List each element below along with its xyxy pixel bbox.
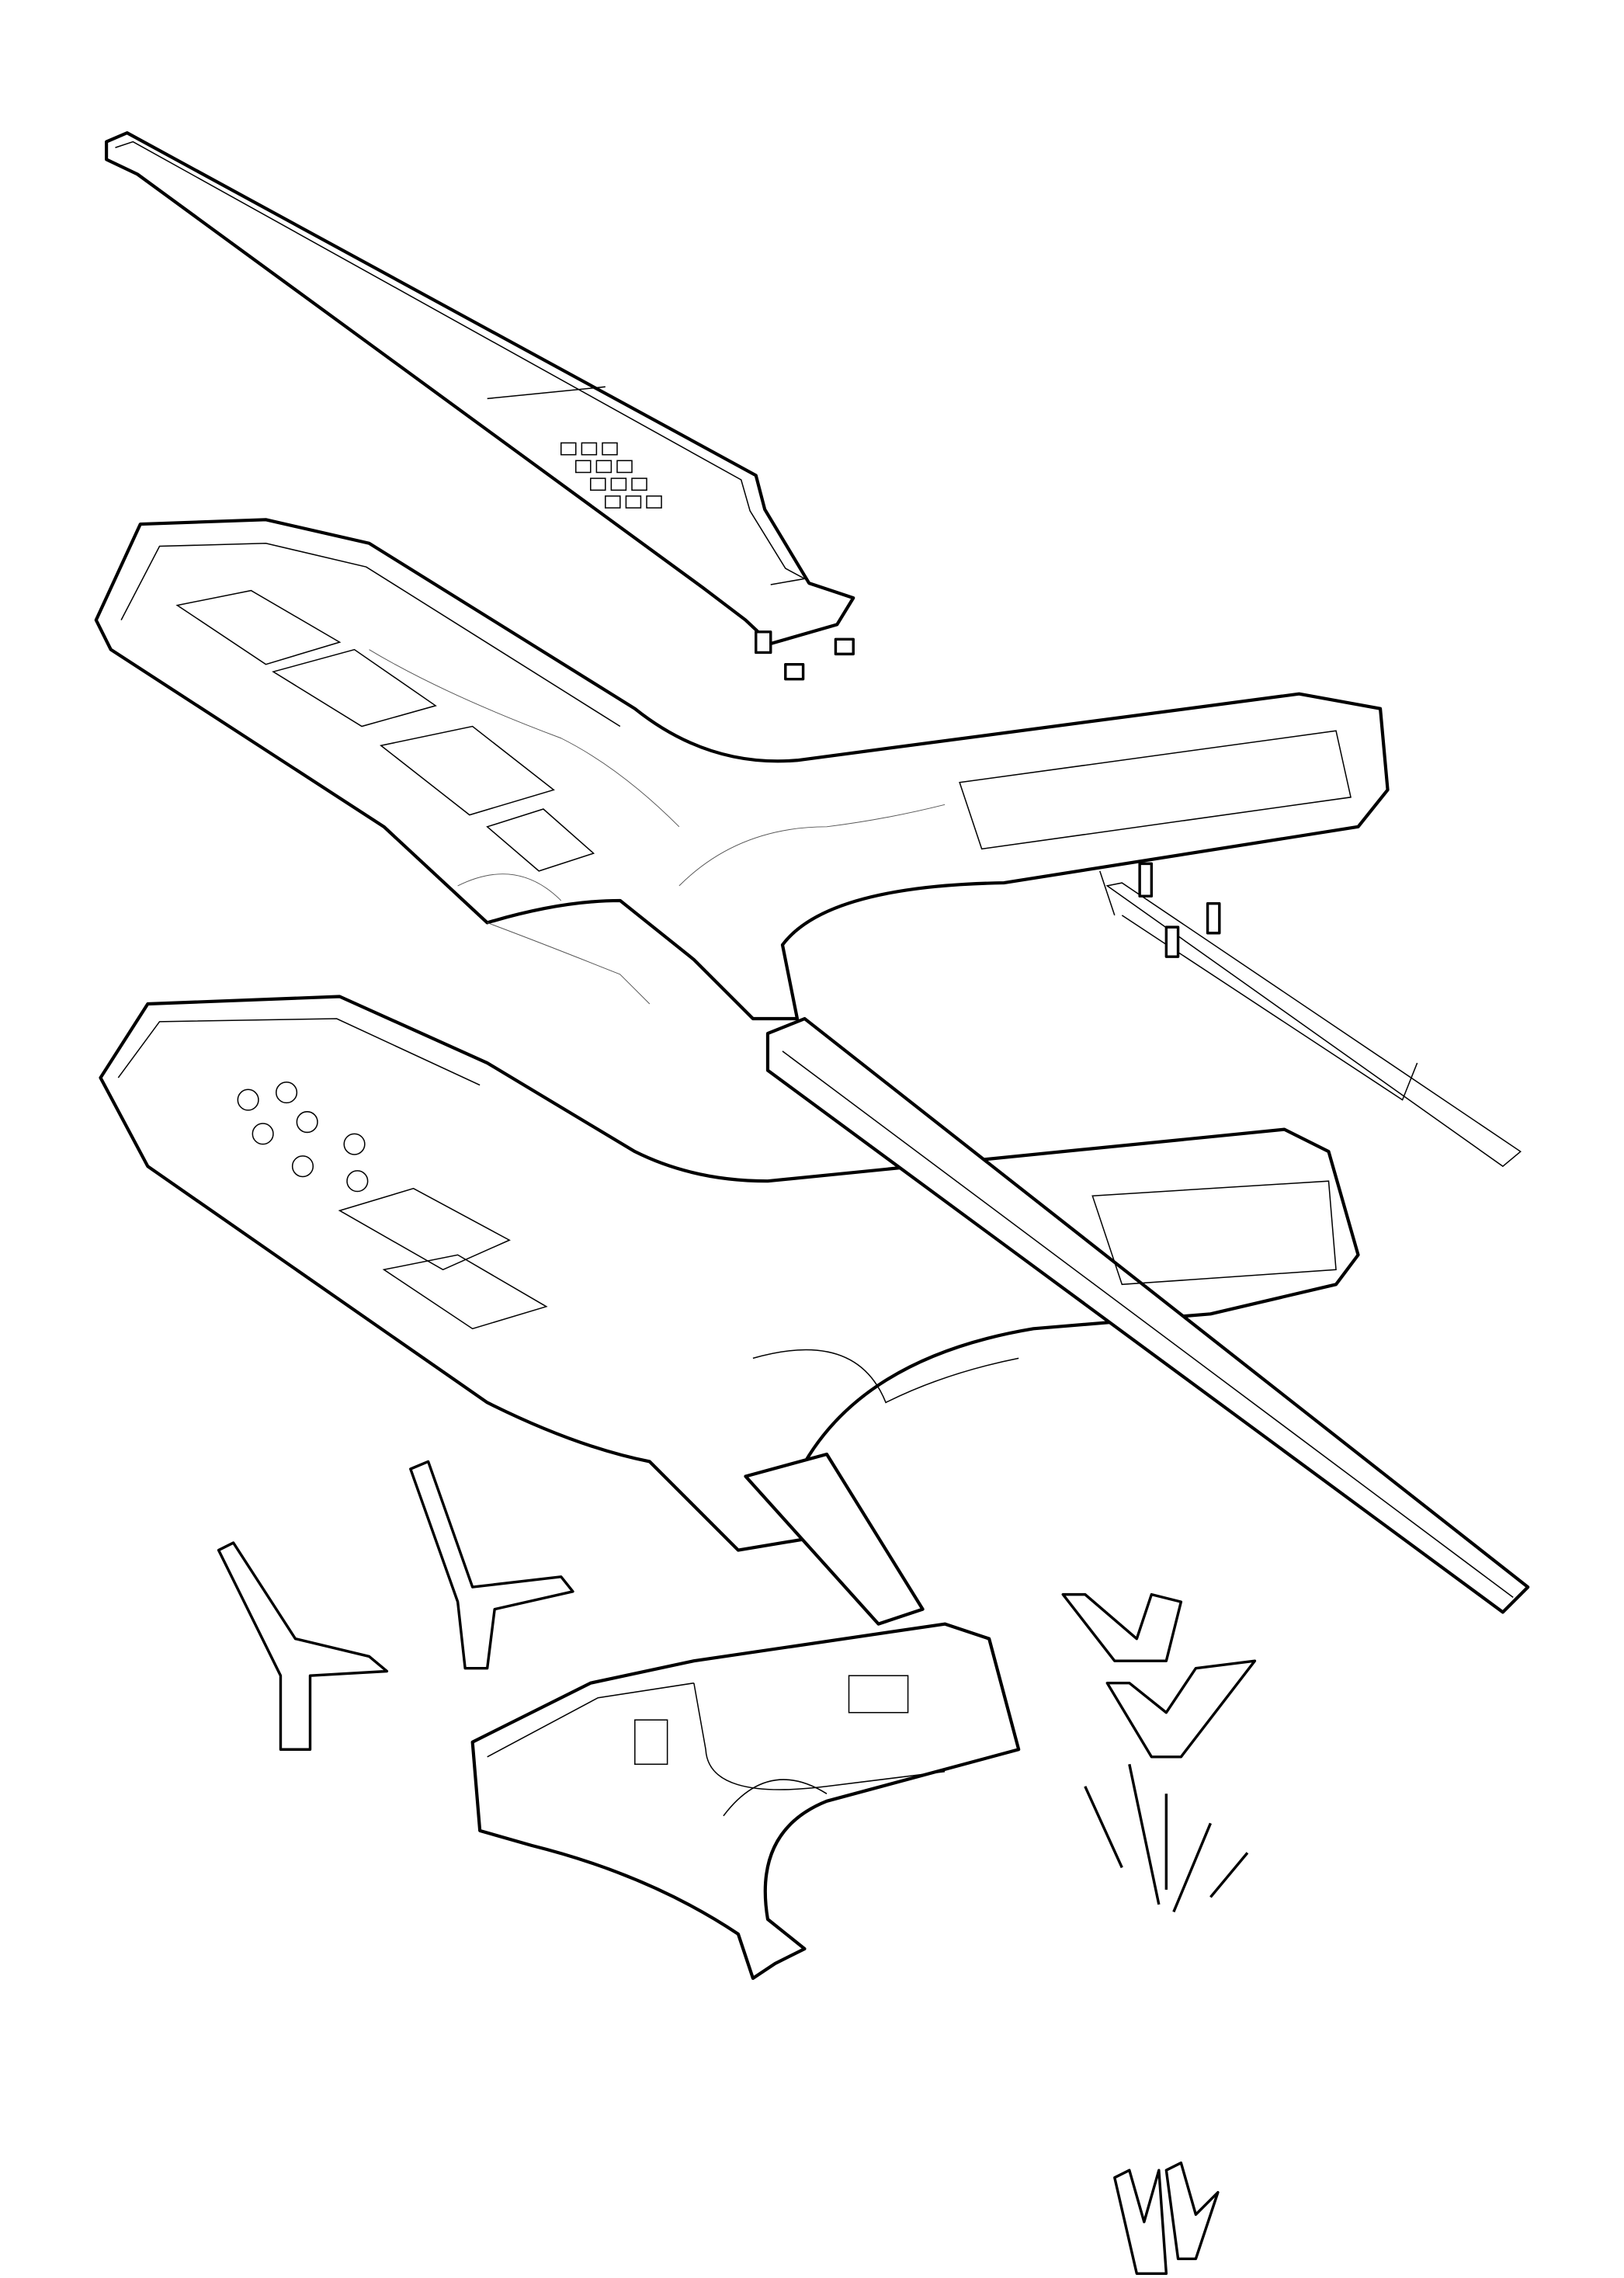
dining-tables	[237, 1082, 369, 1193]
basement-floor	[470, 1622, 1021, 1981]
roof-skylights	[560, 442, 662, 509]
bridge	[744, 1016, 1530, 1626]
y-columns	[217, 1460, 1257, 2276]
second-floor	[94, 518, 1522, 1168]
column-cluster	[1084, 1763, 1249, 1913]
roof-slab	[104, 131, 855, 681]
ground-floor	[99, 995, 1530, 1626]
